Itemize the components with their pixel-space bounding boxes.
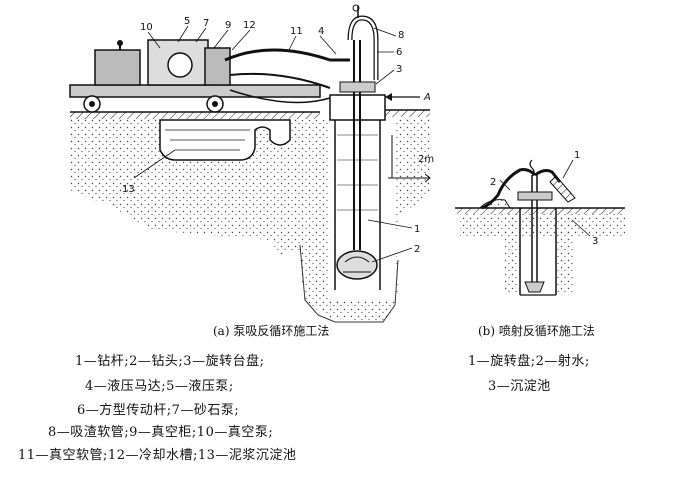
callout-11: 11: [290, 26, 303, 37]
callout-labels-b: 1 2 3: [490, 150, 598, 247]
legend-a-line-2: 4—液压马达;5—液压泵;: [85, 379, 234, 394]
legend-a-line-1: 1—钻杆;2—钻头;3—旋转台盘;: [75, 354, 265, 369]
callout-2m: 2m: [418, 154, 434, 165]
callout-4: 4: [318, 26, 324, 37]
figure-b-drawing: [455, 159, 625, 296]
callout-6: 6: [396, 47, 402, 58]
ground-surface-a: [70, 109, 430, 119]
callout-b-3: 3: [592, 236, 598, 247]
drill-machine: [69, 39, 321, 113]
legend-a-line-5: 11—真空软管;12—冷却水槽;13—泥浆沉淀池: [18, 448, 297, 463]
legend-b-line-1: 1—旋转盘;2—射水;: [468, 354, 590, 369]
callout-5: 5: [184, 16, 190, 27]
vacuum-hose-11: [224, 48, 420, 104]
callout-b-2: 2: [490, 177, 496, 188]
callout-10: 10: [140, 22, 153, 33]
callout-8: 8: [398, 30, 404, 41]
borehole-a: [329, 94, 386, 290]
settling-pond-13: [159, 119, 291, 161]
callout-9: 9: [225, 20, 231, 31]
legend-b-line-2: 3—沉淀池: [488, 379, 551, 394]
drill-pipe-1: [353, 40, 361, 250]
drill-bit-2: [336, 250, 378, 280]
legend-a-line-4: 8—吸渣软管;9—真空柜;10—真空泵;: [48, 425, 274, 440]
callout-3: 3: [396, 64, 402, 75]
callout-1: 1: [414, 224, 420, 235]
legend-a-line-3: 6—方型传动杆;7—砂石泵;: [77, 403, 240, 418]
rotary-table-3: [339, 81, 376, 93]
callout-7: 7: [203, 18, 209, 29]
callout-13: 13: [122, 184, 135, 195]
callout-leaders-a: [133, 25, 413, 263]
callout-b-1: 1: [574, 150, 580, 161]
callout-12: 12: [243, 20, 256, 31]
caption-a: (a) 泵吸反循环施工法: [213, 324, 330, 338]
caption-b: (b) 喷射反循环施工法: [478, 324, 595, 338]
callout-A: A: [423, 92, 431, 103]
suction-hose-8: [347, 4, 379, 80]
callout-labels-a: 10 5 7 9 12 11 4 8 6 3 A 2m 13 1 2: [122, 16, 434, 255]
depth-mark-2m: [388, 135, 431, 183]
callout-2: 2: [414, 244, 420, 255]
